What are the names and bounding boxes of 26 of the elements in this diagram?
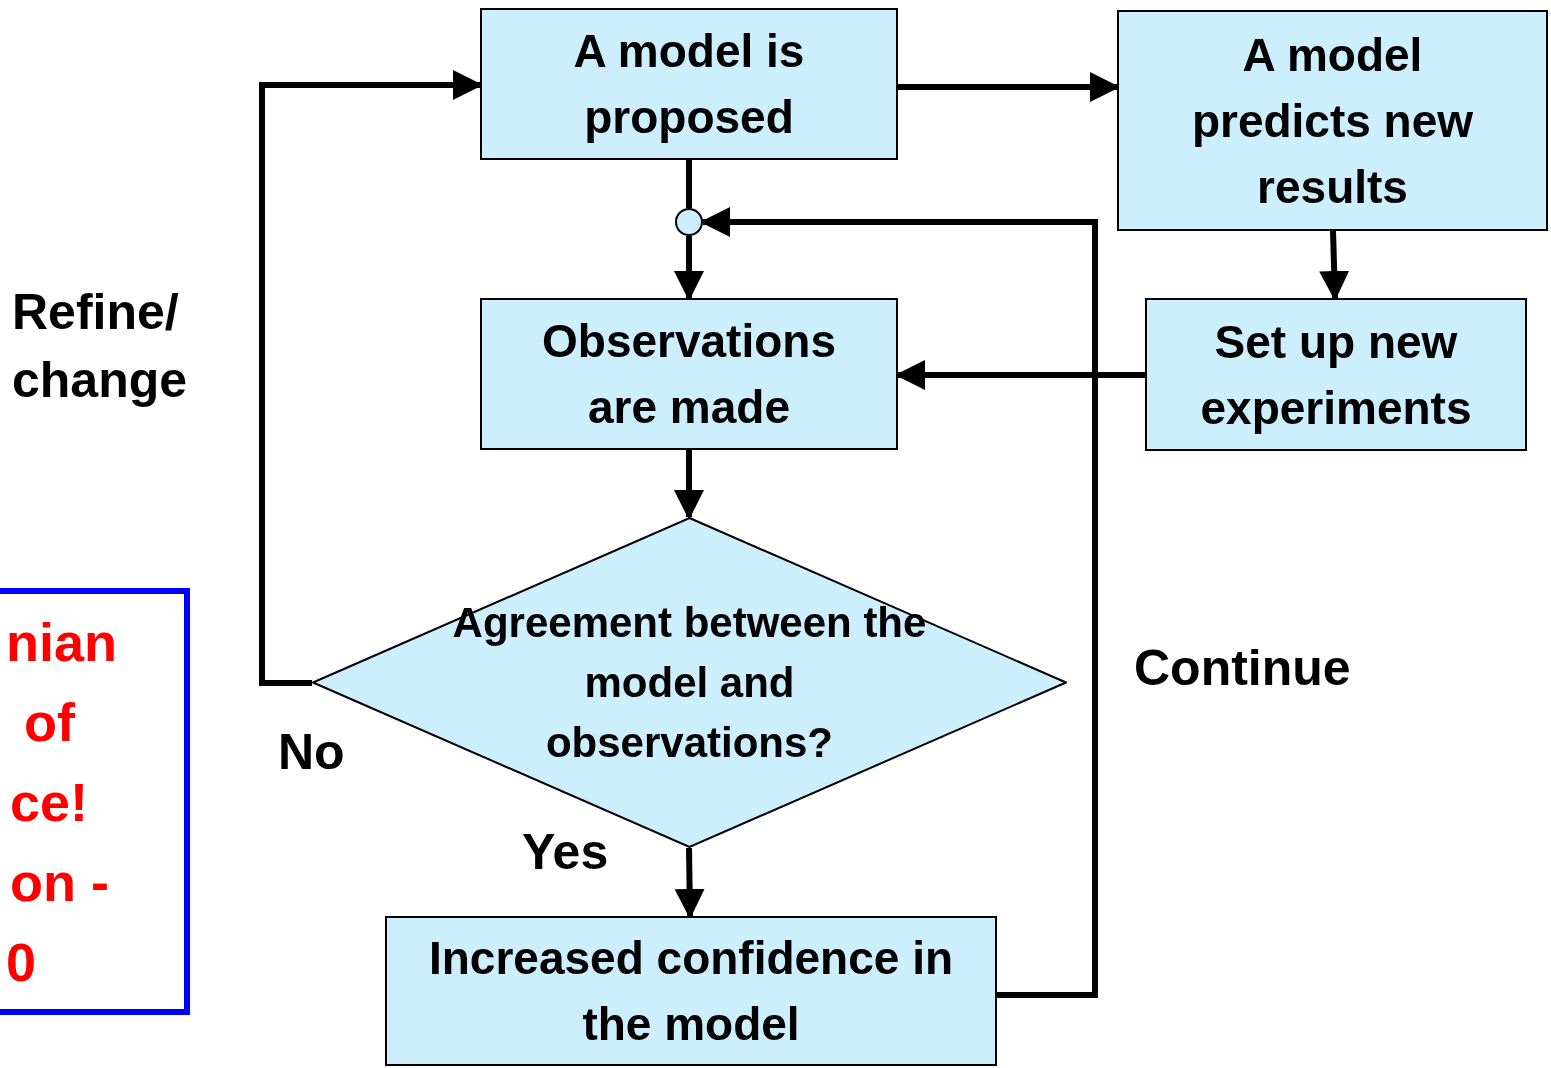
process-box — [1145, 298, 1527, 451]
flow-label: Refine/ change — [12, 283, 189, 410]
box-text: A model predicts new results — [1190, 27, 1475, 215]
note-text: ce! — [9, 770, 90, 834]
arrow — [674, 450, 704, 520]
box-text: A model is proposed — [572, 24, 806, 145]
box-text: Increased confidence in the model — [427, 931, 955, 1052]
arrow — [1319, 230, 1350, 301]
process-box — [1117, 10, 1548, 231]
note-text: nian — [5, 610, 118, 674]
process-box — [385, 916, 997, 1066]
flow-label: No — [278, 723, 346, 782]
note-box — [0, 588, 190, 1015]
note-text: on - — [9, 850, 110, 914]
junction-circle — [675, 208, 703, 236]
arrow — [674, 236, 704, 301]
decision-text: Agreement between the model and observations? — [451, 597, 928, 768]
process-box — [480, 298, 898, 450]
note-text: of — [23, 690, 76, 754]
note-text: 0 — [5, 930, 38, 994]
flow-label: Yes — [522, 823, 610, 882]
process-box — [480, 8, 898, 160]
box-text: Observations are made — [541, 314, 837, 435]
box-text: Set up new experiments — [1199, 314, 1473, 436]
arrow — [674, 847, 705, 919]
flow-label: Continue — [1134, 639, 1352, 698]
